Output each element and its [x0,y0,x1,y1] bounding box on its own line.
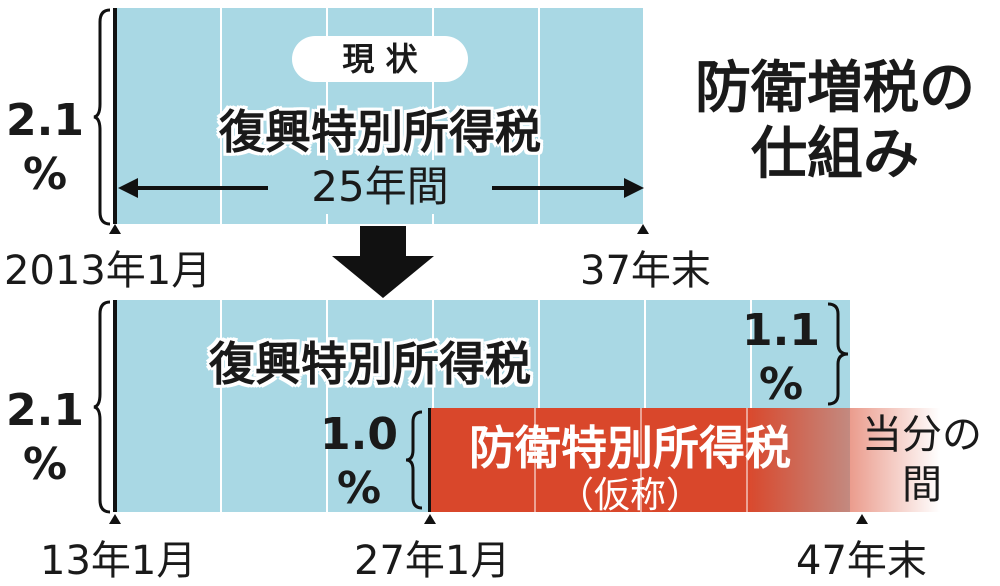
grid-line [538,8,540,224]
reconstruction-rate: 1.1 % [736,304,826,412]
bottom-total-rate-value: 2.1 [6,385,84,436]
reconstruction-rate-value: 1.1 [742,305,820,356]
top-rate: 2.1 % [0,94,90,202]
transition-arrow-icon [332,226,434,298]
defense-tax-band [430,408,940,512]
bottom-end-label: 47年末 [796,538,927,584]
period-label-line1: 当分の [862,412,982,458]
grid-line [534,408,536,512]
grid-line [644,300,646,512]
grid-line [538,300,540,512]
top-rate-unit: % [22,149,68,200]
grid-line [326,8,328,224]
bottom-total-rate-unit: % [22,439,68,490]
diagram-title: 防衛増税の 仕組み [690,56,980,188]
grid-line [750,300,752,512]
defense-rate: 1.0 % [314,408,404,516]
top-end-label: 37年末 [580,248,711,294]
bottom-bar-left-edge [113,300,117,512]
defense-rate-brace [405,410,423,510]
bottom-tax-name: 復興特別所得税 [209,337,531,391]
top-tax-name: 復興特別所得税 [219,105,541,159]
reconstruction-rate-unit: % [758,359,804,410]
defense-tax-name: 防衛特別所得税 [469,421,791,475]
bottom-end-tick [856,514,868,524]
bottom-start-label: 13年1月 [40,538,197,584]
period-label: 当分の 間 [852,410,992,510]
grid-line [640,408,642,512]
bottom-start-tick [109,514,121,524]
grid-line [220,300,222,512]
top-rate-brace [93,8,111,226]
bottom-mid-tick [424,514,436,524]
diagram-title-line2: 仕組み [751,122,919,187]
period-label-line2: 間 [902,462,942,508]
bottom-total-brace [93,300,111,514]
grid-line [432,8,434,224]
grid-line [432,300,434,512]
duration-label: 25年間 [268,160,492,214]
top-start-label: 2013年1月 [4,248,212,294]
top-start-tick [109,224,121,234]
defense-rate-value: 1.0 [320,409,398,460]
bottom-total-rate: 2.1 % [0,384,90,492]
status-badge: 現 状 [292,36,468,82]
grid-line [746,408,748,512]
grid-line [326,300,328,512]
reconstruction-rate-brace [827,302,849,406]
top-end-tick [637,224,649,234]
defense-band-left-edge [428,408,431,512]
diagram-title-line1: 防衛増税の [695,56,975,121]
top-rate-value: 2.1 [6,95,84,146]
defense-tax-note: （仮称） [557,475,702,516]
top-bar-left-edge [113,8,117,224]
grid-line [220,8,222,224]
defense-rate-unit: % [336,463,382,514]
bottom-mid-label: 27年1月 [354,538,511,584]
